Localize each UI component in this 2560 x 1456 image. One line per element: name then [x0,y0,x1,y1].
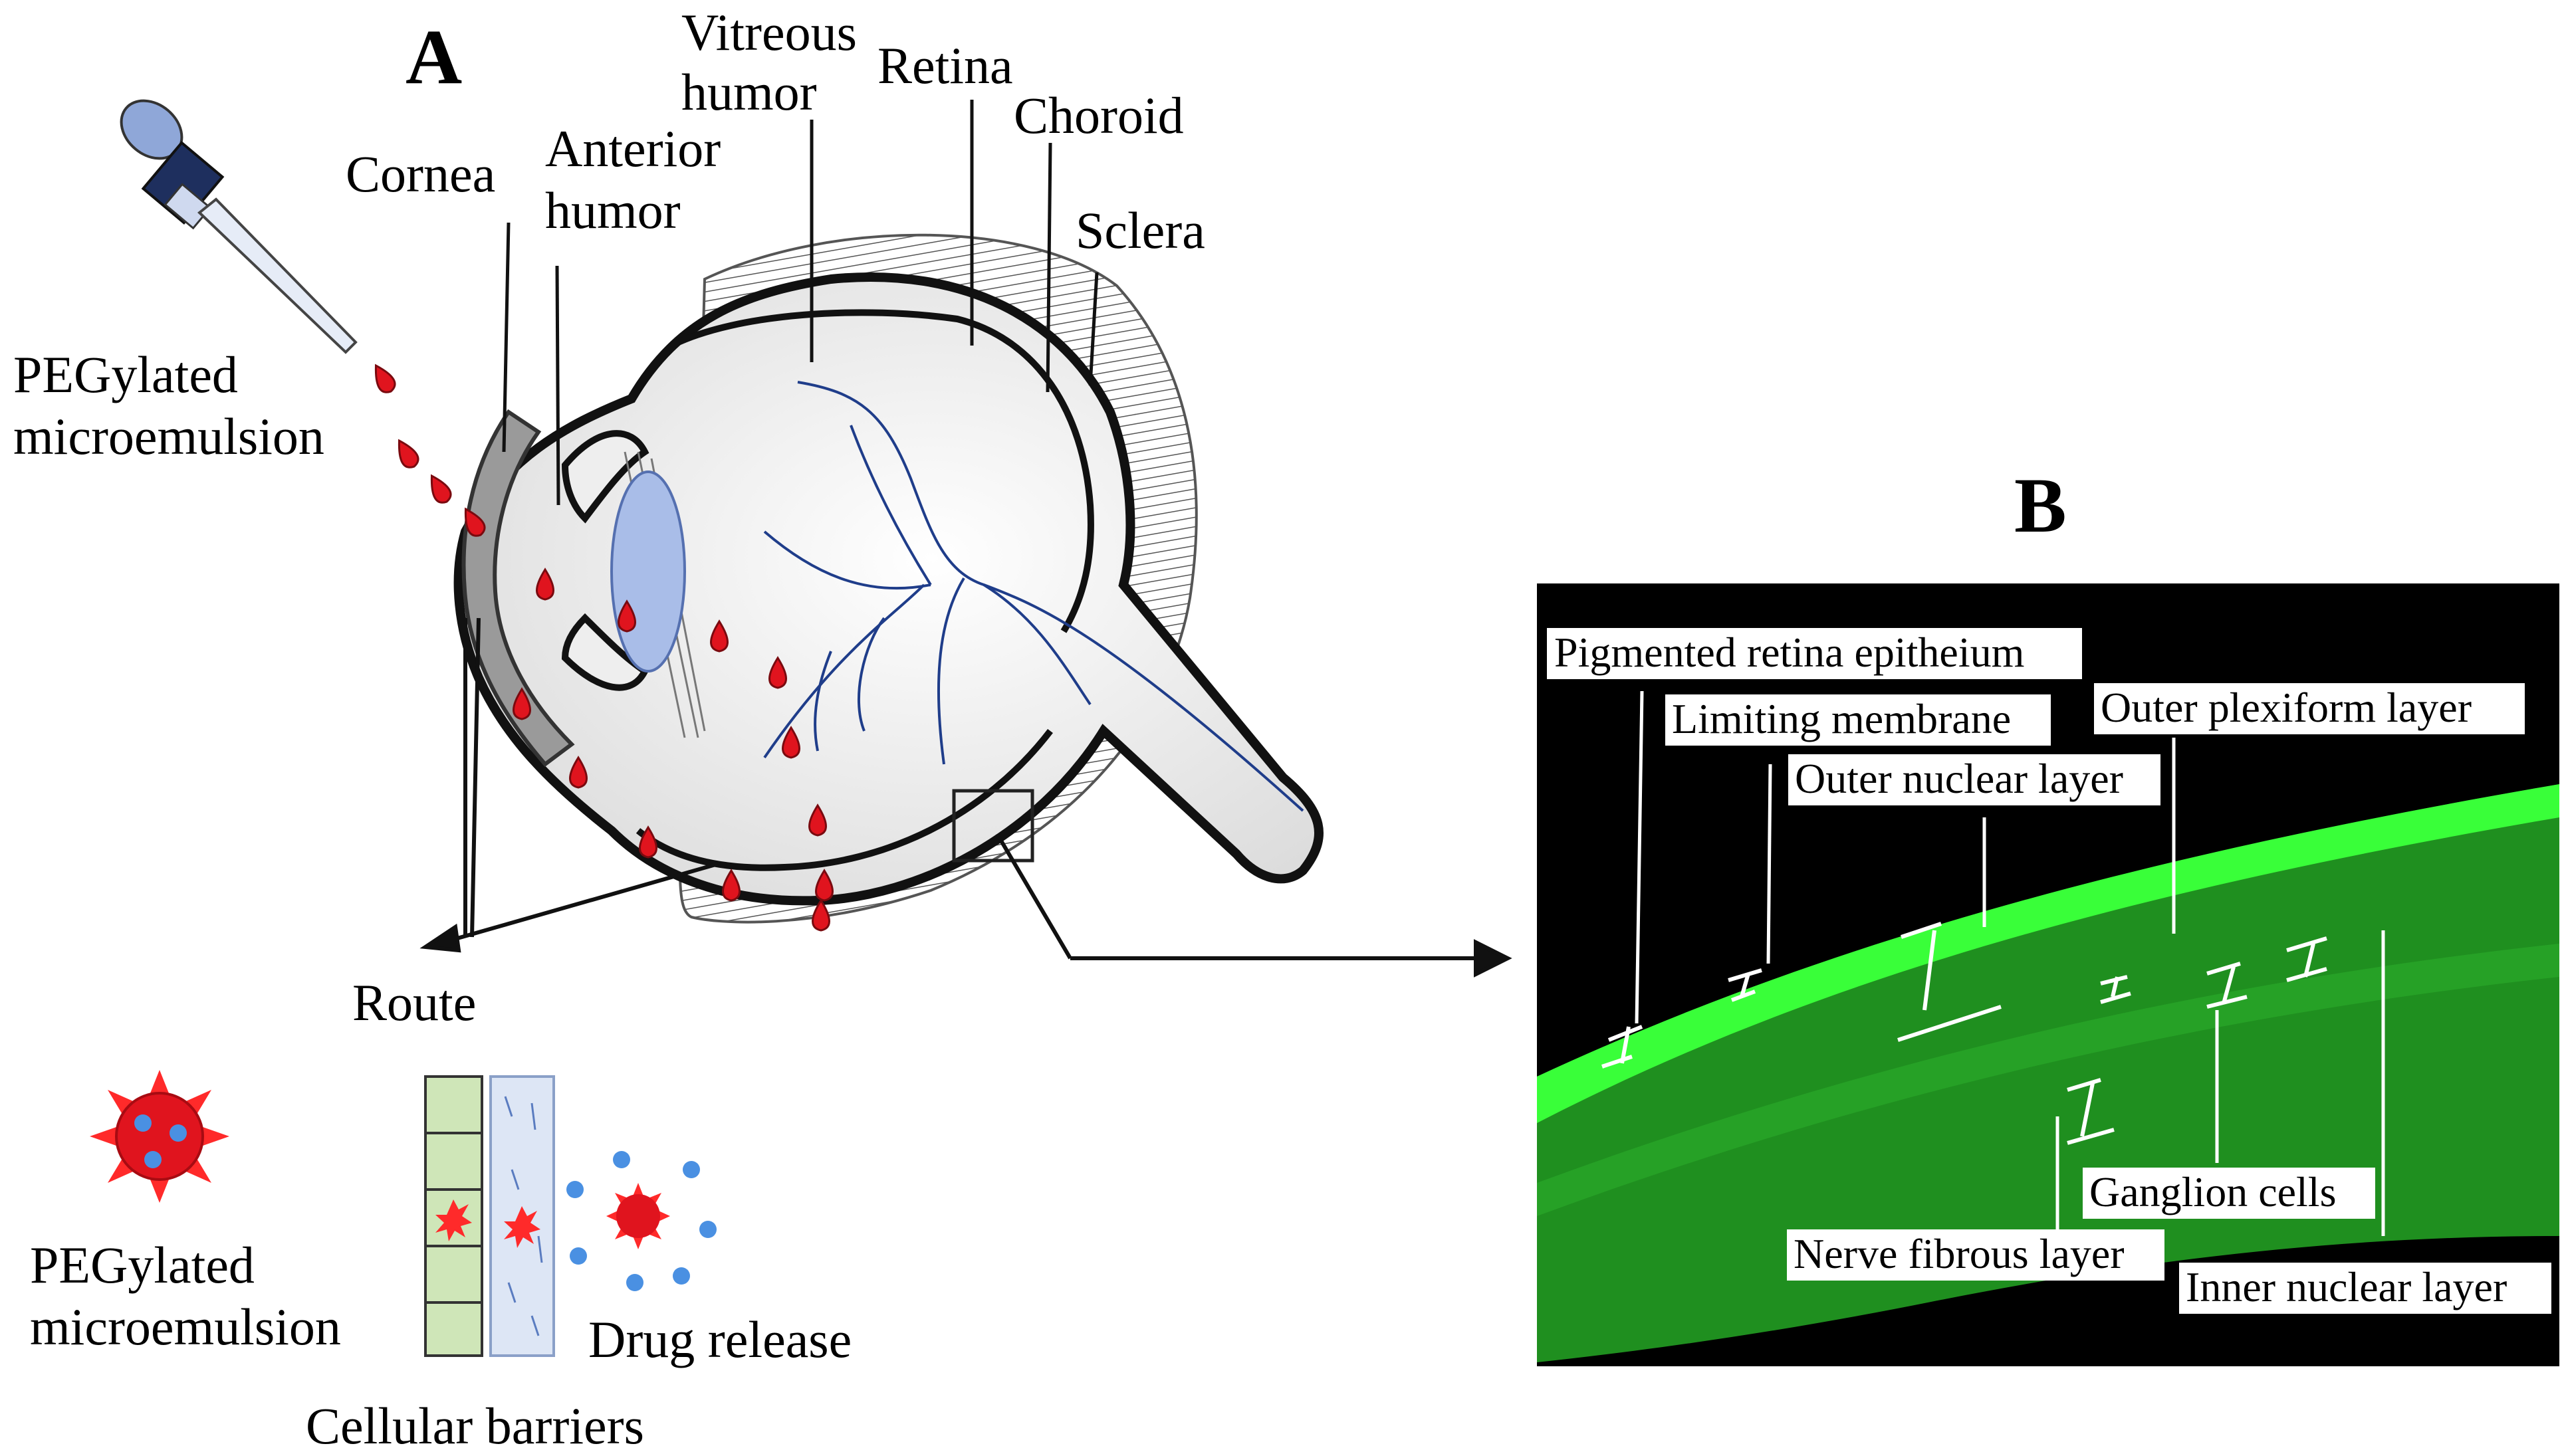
label-pegylated-2: microemulsion [13,407,324,465]
retina-line [636,309,1094,871]
label-cellular-barriers: Cellular barriers [306,1397,644,1453]
leader-lines [502,100,1099,506]
label-cornea: Cornea [346,145,495,203]
label-route: Route [352,974,476,1031]
label-limiting: Limiting membrane [1672,695,2011,742]
iris-lower [561,613,649,691]
route-arrows [419,617,719,953]
panel-a: A [13,3,1512,1455]
lens [610,470,686,673]
dropper-icon [120,99,358,354]
label-drug-release: Drug release [588,1310,852,1368]
label-sclera: Sclera [1076,201,1205,259]
label-anterior-1: Anterior [545,120,721,177]
label-inner-nuclear: Inner nuclear layer [2186,1263,2507,1310]
cornea [461,409,575,768]
label-pegylated2-2: microemulsion [30,1298,341,1356]
label-outer-nuclear: Outer nuclear layer [1795,755,2123,802]
layer-leaders [1635,690,2385,1263]
label-pegylated2-1: PEGylated [30,1236,255,1294]
thickness-markers [1601,922,2327,1145]
label-vitreous-1: Vitreous [681,3,857,61]
microemulsion-particle-icon [90,1070,229,1203]
label-ganglion: Ganglion cells [2089,1168,2336,1215]
label-outer-plexiform: Outer plexiform layer [2101,684,2472,731]
label-choroid: Choroid [1014,86,1184,144]
label-nerve-fibrous: Nerve fibrous layer [1794,1230,2125,1277]
drug-release-icon [566,1151,717,1291]
inset-arrow [995,833,1512,978]
inset-box [952,789,1034,863]
panel-a-letter: A [406,13,462,100]
label-anterior-2: humor [545,181,681,239]
panel-b-letter: B [2014,462,2067,549]
panel-b: B Pigmented retina ep [1537,462,2559,1366]
droplets [374,364,834,932]
cellular-barrier [424,1075,555,1357]
label-pegylated-1: PEGylated [13,346,238,403]
retina-bright-layer [1537,784,2559,1123]
label-retina: Retina [877,37,1013,94]
label-pigmented: Pigmented retina epitheium [1554,629,2024,676]
label-vitreous-2: humor [681,63,817,121]
blood-vessels [763,381,1304,812]
panel-b-labels: Pigmented retina epitheium Limiting memb… [1547,628,2551,1314]
